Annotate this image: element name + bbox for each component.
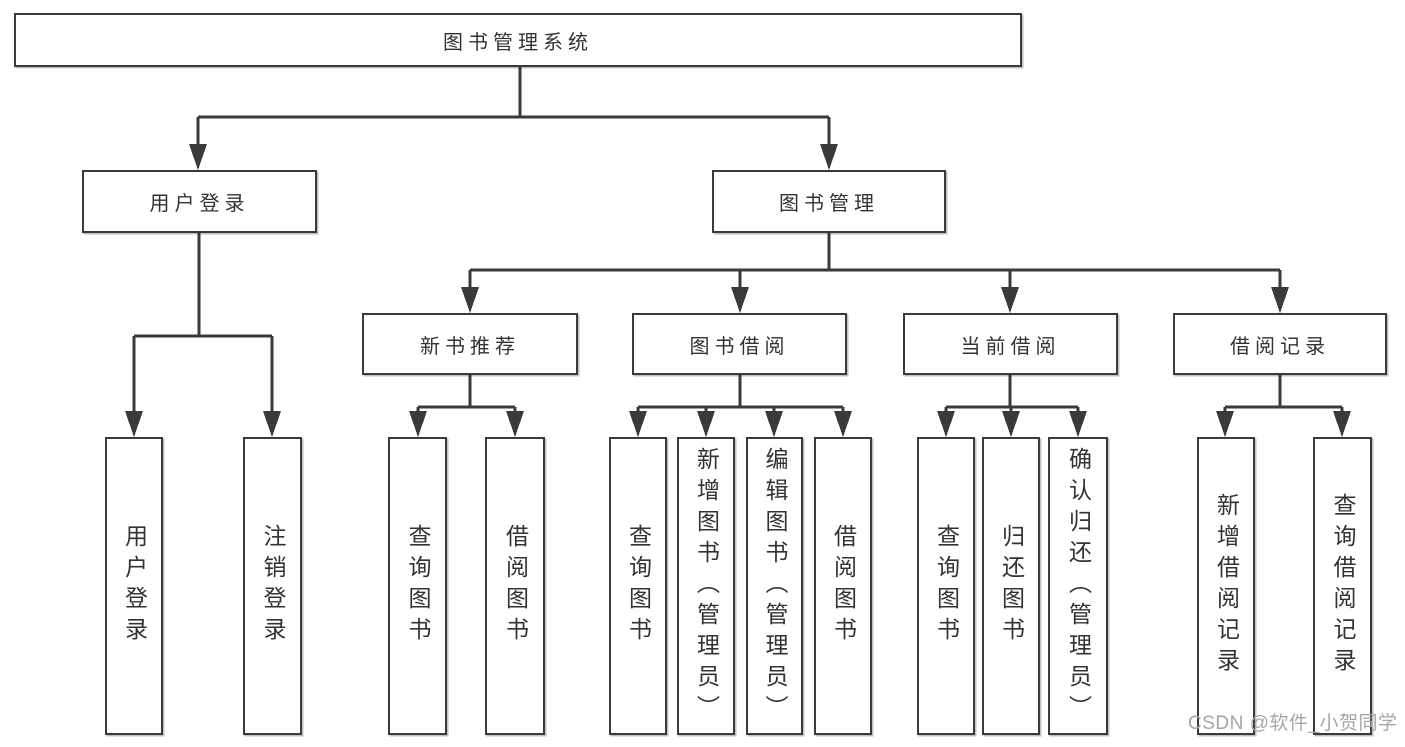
leaf-confirm-return-admin: 确认归还（管理员） <box>1048 437 1108 735</box>
connector-book-management-to-level2 <box>461 233 1289 313</box>
node-root-system: 图书管理系统 <box>14 13 1022 67</box>
leaf-edit-book-admin: 编辑图书（管理员） <box>746 437 803 735</box>
leaf-user-login: 用户登录 <box>105 437 163 735</box>
leaf-query-books-recommend: 查询图书 <box>388 437 447 735</box>
connector-book-borrow-to-leaves <box>629 375 852 437</box>
connector-current-borrow-to-leaves <box>937 375 1087 437</box>
node-book-management: 图书管理 <box>712 170 946 233</box>
leaf-query-borrow-record: 查询借阅记录 <box>1313 437 1372 735</box>
leaf-query-books-borrow: 查询图书 <box>609 437 667 735</box>
leaf-query-books-current: 查询图书 <box>917 437 975 735</box>
csdn-watermark: CSDN @软件_小贺同学 <box>1188 713 1398 734</box>
connector-root-to-level1 <box>189 67 838 170</box>
node-current-borrow: 当前借阅 <box>903 313 1118 375</box>
node-user-login: 用户登录 <box>82 170 317 233</box>
leaf-return-books: 归还图书 <box>982 437 1040 735</box>
leaf-borrow-books: 借阅图书 <box>814 437 872 735</box>
leaf-add-borrow-record: 新增借阅记录 <box>1197 437 1255 735</box>
node-book-borrow: 图书借阅 <box>632 313 847 375</box>
node-borrow-records: 借阅记录 <box>1173 313 1387 375</box>
connector-new-book-recommend-to-leaves <box>409 375 524 437</box>
leaf-add-book-admin: 新增图书（管理员） <box>677 437 735 735</box>
node-new-book-recommend: 新书推荐 <box>362 313 578 375</box>
leaf-borrow-books-recommend: 借阅图书 <box>485 437 545 735</box>
connector-borrow-records-to-leaves <box>1216 375 1351 437</box>
connector-user-login-to-leaves <box>125 233 281 437</box>
leaf-logout: 注销登录 <box>243 437 302 735</box>
